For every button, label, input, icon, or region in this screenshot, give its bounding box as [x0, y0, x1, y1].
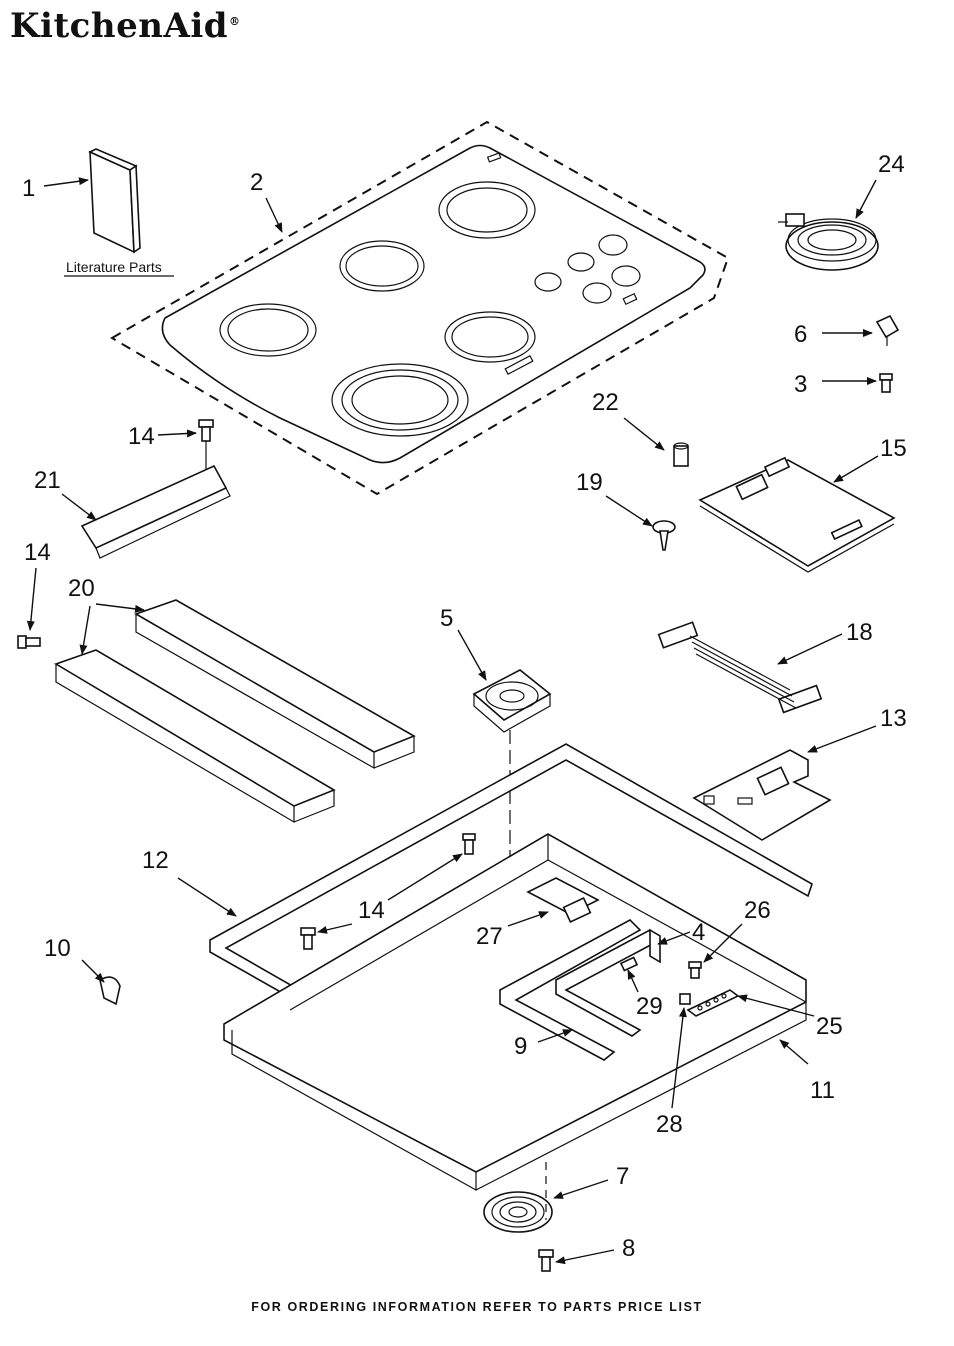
callout-1: 1: [22, 175, 35, 202]
bracket-4: [649, 928, 661, 964]
literature-parts-label: Literature Parts: [66, 259, 162, 275]
callout-7: 7: [616, 1163, 629, 1190]
cooktop-glass: [110, 120, 730, 496]
screw-29: [619, 956, 639, 972]
spacer: [673, 442, 689, 467]
callout-3: 3: [794, 371, 807, 398]
callout-2: 2: [250, 169, 263, 196]
screw-14-low: [300, 927, 316, 950]
callout-22: 22: [592, 389, 619, 416]
callout-4: 4: [692, 919, 705, 946]
callout-11: 11: [810, 1077, 835, 1104]
callout-20: 20: [68, 575, 95, 602]
callout-27: 27: [476, 923, 503, 950]
screw-26: [688, 961, 702, 979]
callout-15: 15: [880, 435, 907, 462]
brand-name: KitchenAid: [10, 6, 229, 46]
callout-28: 28: [656, 1111, 683, 1138]
screw-8: [538, 1249, 554, 1272]
registered-mark: ®: [229, 14, 241, 28]
callout-6: 6: [794, 321, 807, 348]
callout-14-upper: 14: [128, 423, 155, 450]
callout-14-left: 14: [24, 539, 51, 566]
cooling-fan: [472, 669, 552, 980]
bracket-21: [80, 441, 231, 559]
callout-numbers: 1 2 24 6 3 22 19 15 14 21 14 20 5 18 13 …: [22, 151, 907, 1262]
callout-24: 24: [878, 151, 905, 178]
screw-14-mid: [462, 833, 476, 855]
callout-29: 29: [636, 993, 663, 1020]
control-board: [698, 456, 896, 573]
callout-10: 10: [44, 935, 71, 962]
screw-14-left: [17, 635, 41, 649]
radiant-element: [778, 213, 879, 271]
ribbon-cable: [657, 621, 823, 714]
side-rails: [54, 599, 416, 824]
callout-19: 19: [576, 469, 603, 496]
ordering-footer: FOR ORDERING INFORMATION REFER TO PARTS …: [251, 1300, 703, 1314]
callout-21: 21: [34, 467, 61, 494]
brand-logo: KitchenAid®: [10, 6, 241, 46]
bracket-27: [526, 877, 600, 923]
fan-grille: [483, 1162, 553, 1233]
screw-3: [879, 373, 893, 393]
screw-14-upper: [198, 419, 214, 442]
push-pin: [652, 520, 676, 551]
interface-board: [692, 749, 832, 841]
callout-14-mid: 14: [358, 897, 385, 924]
callout-25: 25: [816, 1013, 843, 1040]
callout-8: 8: [622, 1235, 635, 1262]
leader-lines: [26, 177, 879, 1265]
callout-5: 5: [440, 605, 453, 632]
callout-13: 13: [880, 705, 907, 732]
callout-9: 9: [514, 1033, 527, 1060]
literature-parts: [64, 148, 174, 277]
callout-18: 18: [846, 619, 873, 646]
callout-26: 26: [744, 897, 771, 924]
nut-28: [679, 993, 691, 1005]
callout-12: 12: [142, 847, 169, 874]
bracket-clip: [875, 314, 900, 346]
